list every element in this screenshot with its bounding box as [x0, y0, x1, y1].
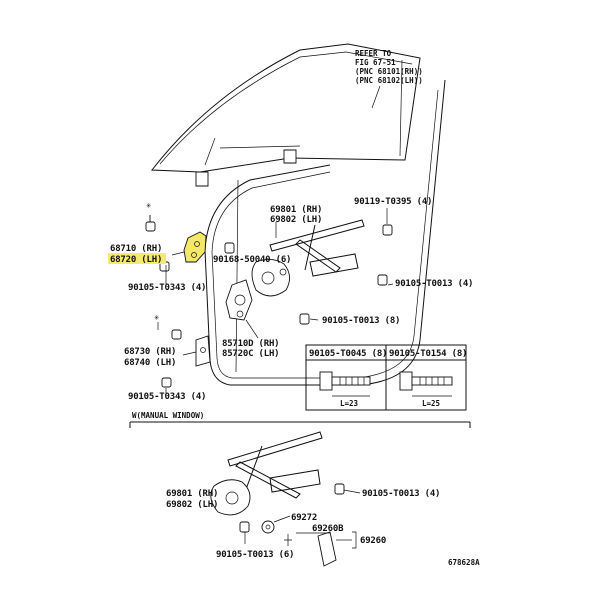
- label-69272: 69272: [291, 513, 317, 523]
- label-bolt-b: 90105-T0154 (8): [389, 349, 467, 359]
- label-90105-t0343-b: 90105-T0343 (4): [128, 392, 206, 402]
- bolt-icon: [299, 313, 310, 325]
- label-68720: 68720 (LH): [110, 255, 162, 265]
- motor-icon: [225, 279, 253, 321]
- window-motor: [225, 279, 259, 339]
- refer-note-line-2: FIG 67-51: [355, 58, 396, 67]
- label-69801-bot: 69801 (RH): [166, 489, 218, 499]
- refer-note-line-4: (PNC 68102(LH)): [355, 76, 423, 85]
- label-68740: 68740 (LH): [124, 358, 176, 368]
- label-69802-bot: 69802 (LH): [166, 500, 218, 510]
- regulator-icon: [227, 431, 323, 467]
- label-68710: 68710 (RH): [110, 244, 162, 254]
- highlighted-hinge: [183, 231, 207, 263]
- bolt-icon: [319, 371, 333, 391]
- label-90105-t0013-d: 90105-T0013 (6): [216, 550, 294, 560]
- manual-window-section: W(MANUAL WINDOW): [129, 411, 471, 567]
- bolt-icon: [399, 371, 413, 391]
- label-69802-top: 69802 (LH): [270, 215, 322, 225]
- bolt-a-length: L=23: [340, 399, 359, 408]
- label-69801-top: 69801 (RH): [270, 205, 322, 215]
- bolt-icon: [334, 483, 345, 495]
- refer-note-line-1: REFER TO: [355, 49, 392, 58]
- motor-icon: [251, 259, 290, 297]
- bolt-icon: [161, 377, 172, 388]
- clip-icon: [171, 329, 182, 340]
- bolt-icon: [382, 224, 393, 236]
- label-manual-window: W(MANUAL WINDOW): [132, 411, 204, 420]
- label-68730: 68730 (RH): [124, 347, 176, 357]
- hinge-bracket-68710: ✳: [145, 201, 207, 284]
- refer-note-line-3: (PNC 68101(RH)): [355, 67, 423, 76]
- label-90168: 90168-50040 (6): [213, 255, 291, 265]
- label-90105-t0343-a: 90105-T0343 (4): [128, 283, 206, 293]
- clip-icon: [261, 520, 275, 534]
- bolt-b-length: L=25: [422, 399, 440, 408]
- label-69260b: 69260B: [312, 524, 344, 534]
- handle-icon: [317, 531, 337, 567]
- bolt-icon: [224, 242, 235, 254]
- hinge-bracket-68730: ✳: [154, 313, 211, 396]
- label-90105-t0013-a: 90105-T0013 (4): [395, 279, 473, 289]
- refer-note: REFER TO FIG 67-51 (PNC 68101(RH)) (PNC …: [355, 49, 423, 109]
- bolt-detail-box: 90105-T0045 (8) 90105-T0154 (8) L=23 L=2…: [305, 344, 467, 411]
- label-69260: 69260: [360, 536, 386, 546]
- star-mark: ✳: [154, 313, 160, 323]
- label-highlight: [108, 253, 166, 264]
- door-frame: [204, 79, 446, 386]
- label-90105-t0013-c: 90105-T0013 (4): [362, 489, 440, 499]
- label-bolt-a: 90105-T0045 (8): [309, 349, 387, 359]
- regulator-upper: [224, 208, 394, 325]
- figure-code: 678628A: [448, 558, 480, 567]
- bolt-icon: [239, 521, 250, 533]
- clip-icon: [145, 221, 156, 232]
- star-mark: ✳: [146, 201, 152, 211]
- label-90119: 90119-T0395 (4): [354, 197, 432, 207]
- label-90105-t0013-b: 90105-T0013 (8): [322, 316, 400, 326]
- label-85710d: 85710D (RH): [222, 339, 279, 349]
- door-glass: [151, 43, 421, 187]
- bolt-icon: [377, 274, 388, 286]
- label-85720c: 85720C (LH): [222, 349, 279, 359]
